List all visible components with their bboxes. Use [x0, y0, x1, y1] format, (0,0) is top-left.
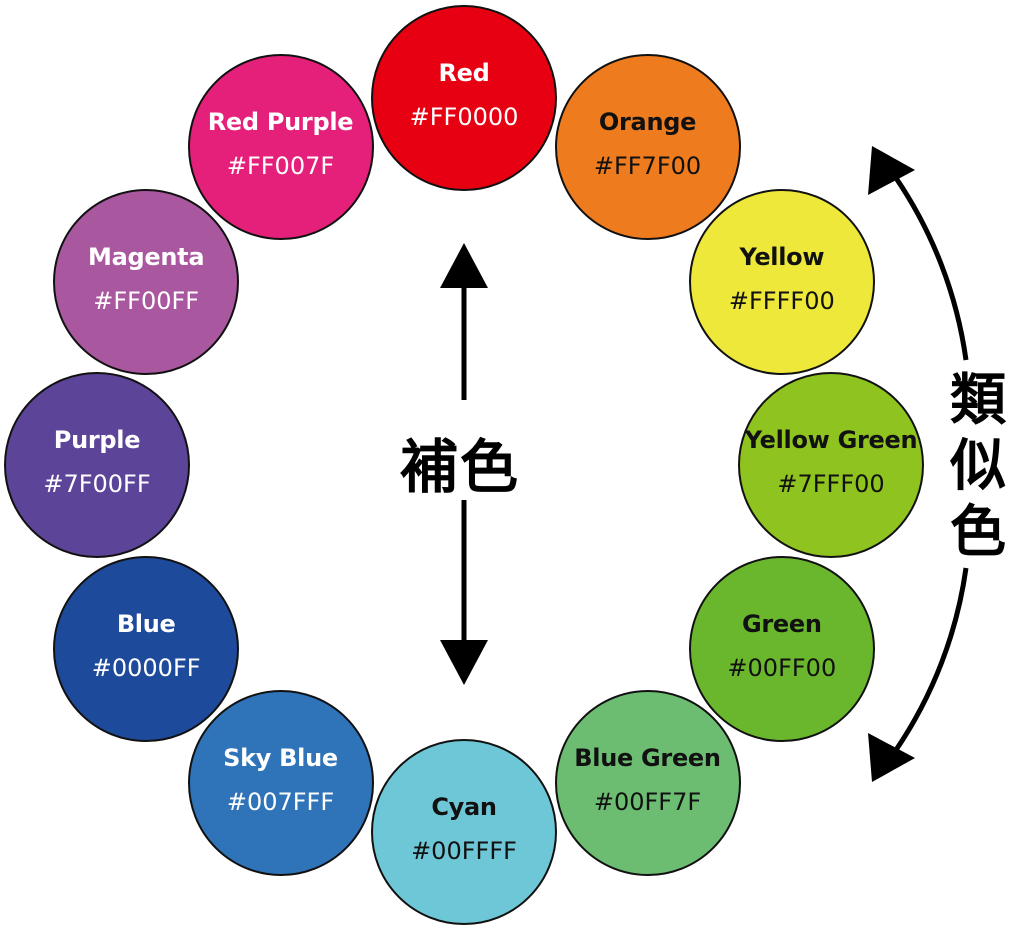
complementary-arrow — [440, 243, 488, 685]
color-name: Red Purple — [207, 108, 354, 137]
color-name: Yellow — [739, 242, 825, 271]
color-hex: #FF007F — [226, 152, 335, 181]
color-hex: #00FF7F — [593, 787, 702, 816]
color-hex: #FFFF00 — [728, 286, 835, 315]
color-hex: #FF00FF — [93, 286, 200, 315]
color-hex: #FF0000 — [409, 103, 519, 131]
complementary-label: 補色 — [400, 433, 521, 501]
color-name: Yellow Green — [744, 426, 918, 454]
color-swatch-yellow: Yellow #FFFF00 — [688, 188, 875, 375]
color-name: Orange — [598, 108, 697, 137]
color-swatch-green: Green #00FF00 — [688, 555, 875, 742]
color-swatch-yellow-green: Yellow Green #7FFF00 — [738, 372, 924, 558]
analogous-arc-arrow — [868, 146, 969, 782]
color-hex: #00FF00 — [727, 653, 837, 682]
color-name: Blue — [116, 609, 176, 638]
color-swatch-orange: Orange #FF7F00 — [554, 54, 741, 241]
color-swatch-blue: Blue #0000FF — [53, 555, 240, 742]
analogous-label: 類似色 — [950, 368, 1006, 565]
color-hex: #007FFF — [226, 787, 335, 816]
color-name: Green — [741, 609, 822, 638]
color-hex: #7FFF00 — [777, 470, 885, 498]
color-hex: #FF7F00 — [593, 152, 702, 181]
color-hex: #7F00FF — [43, 470, 151, 498]
color-hex: #0000FF — [91, 653, 201, 682]
color-swatch-red-purple: Red Purple #FF007F — [187, 54, 374, 241]
color-swatch-blue-green: Blue Green #00FF7F — [554, 689, 741, 876]
color-hex: #00FFFF — [411, 837, 517, 865]
color-name: Purple — [53, 426, 141, 454]
color-swatch-cyan: Cyan #00FFFF — [371, 739, 557, 925]
color-swatch-magenta: Magenta #FF00FF — [53, 188, 240, 375]
color-name: Blue Green — [574, 743, 721, 772]
color-name: Magenta — [88, 242, 205, 271]
color-swatch-red: Red #FF0000 — [371, 5, 557, 191]
color-name: Sky Blue — [223, 743, 338, 772]
color-swatch-purple: Purple #7F00FF — [4, 372, 190, 558]
color-swatch-sky-blue: Sky Blue #007FFF — [187, 689, 374, 876]
color-name: Cyan — [431, 793, 497, 821]
color-name: Red — [438, 59, 490, 87]
